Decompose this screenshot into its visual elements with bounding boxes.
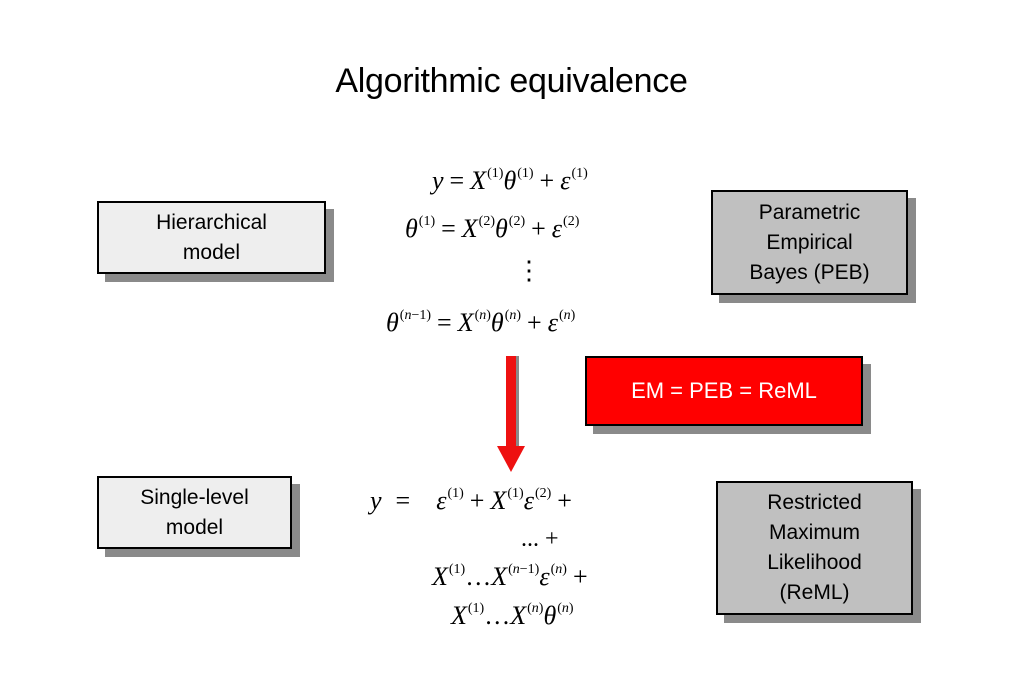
down-arrow-icon <box>497 356 525 472</box>
arrow-head <box>497 446 525 472</box>
peb-label-line-2: Empirical <box>766 230 853 254</box>
hierarchical-model-box: Hierarchical model <box>97 201 326 274</box>
reml-label-line-4: (ReML) <box>779 581 850 604</box>
single-level-equation-line-1: y=ε(1)+X(1)ε(2)+ <box>370 486 572 515</box>
reml-label-line-1: Restricted <box>767 491 862 514</box>
reml-box: Restricted Maximum Likelihood (ReML) <box>716 481 913 615</box>
single-level-label-line-2: model <box>165 515 224 539</box>
equation-level-1: y=X(1)θ(1)+ε(1) <box>432 166 588 195</box>
peb-label-line-3: Bayes (PEB) <box>749 260 870 284</box>
em-peb-reml-label: EM = PEB = ReML <box>631 378 817 403</box>
page-title: Algorithmic equivalence <box>335 62 688 100</box>
hierarchical-label-line-2: model <box>182 240 241 264</box>
vertical-ellipsis: ⋮ <box>516 256 542 285</box>
reml-label-line-3: Likelihood <box>767 551 862 574</box>
peb-label-line-1: Parametric <box>758 200 861 224</box>
em-peb-reml-box: EM = PEB = ReML <box>585 356 863 426</box>
single-level-model-box: Single-level model <box>97 476 292 549</box>
single-level-equation-line-4: X(1)…X(n)θ(n) <box>451 601 574 630</box>
peb-box: Parametric Empirical Bayes (PEB) <box>711 190 908 295</box>
single-level-equation-line-3: X(1)…X(n−1)ε(n)+ <box>432 562 588 591</box>
reml-label-line-2: Maximum <box>768 521 860 544</box>
hierarchical-label-line-1: Hierarchical <box>156 210 267 234</box>
single-level-equation-line-2: ... + <box>521 526 559 552</box>
arrow-shaft <box>506 356 516 452</box>
equation-level-2: θ(1)=X(2)θ(2)+ε(2) <box>405 214 580 243</box>
single-level-label-line-1: Single-level <box>140 485 249 509</box>
equation-level-n: θ(n−1)=X(n)θ(n)+ε(n) <box>386 308 576 337</box>
